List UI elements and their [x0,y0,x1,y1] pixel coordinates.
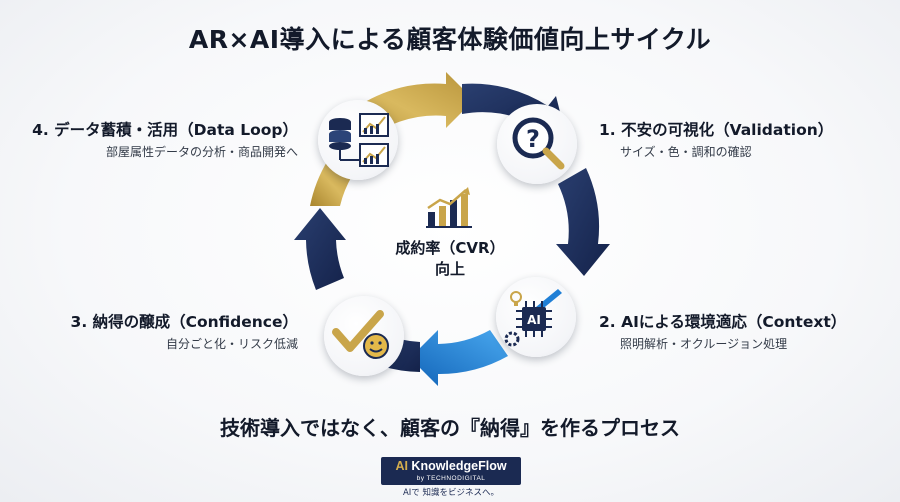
center-line-1: 成約率（CVR） [395,239,505,257]
chip-label: AI [527,313,541,327]
logo-name-text: KnowledgeFlow [407,459,507,473]
ai-chip-icon: AI [504,289,562,347]
arc-arrow-bottom [410,330,508,386]
step-2-title: 2. AIによる環境適応（Context） [599,313,847,331]
node-data-loop [318,100,398,180]
arc-arrow-right [556,168,610,276]
logo-tagline: AIで 知識をビジネスへ。 [402,488,500,498]
step-1-desc: サイズ・色・調和の確認 [620,145,752,159]
svg-text:?: ? [526,125,540,153]
logo: AI KnowledgeFlow by TECHNODIGITAL [381,457,521,485]
step-2: 2. AIによる環境適応（Context） 照明解析・オクルージョン処理 [599,312,889,353]
center-line-2: 向上 [434,260,465,278]
step-1: 1. 不安の可視化（Validation） サイズ・色・調和の確認 [599,120,889,161]
step-2-desc: 照明解析・オクルージョン処理 [620,337,788,351]
tagline: 技術導入ではなく、顧客の『納得』を作るプロセス [220,416,680,440]
page-title: AR×AI導入による顧客体験価値向上サイクル [188,25,712,54]
center-label: 成約率（CVR） 向上 [370,238,530,280]
logo-ai: AI [395,459,408,473]
logo-name: AI KnowledgeFlow [381,457,521,474]
step-3-desc: 自分ごと化・リスク低減 [165,337,298,351]
question-magnifier-icon: ? [512,117,565,170]
step-4-title: 4. データ蓄積・活用（Data Loop） [32,121,298,139]
step-4: 4. データ蓄積・活用（Data Loop） 部屋属性データの分析・商品開発へ [8,120,298,161]
database-chart-icon [329,113,389,167]
step-3: 3. 納得の醸成（Confidence） 自分ごと化・リスク低減 [8,312,298,353]
step-4-desc: 部屋属性データの分析・商品開発へ [105,145,298,159]
arc-arrow-left [294,208,346,290]
node-confidence [324,296,404,376]
node-validation: ? [497,104,577,184]
checkmark-smile-icon [332,310,389,359]
step-3-title: 3. 納得の醸成（Confidence） [70,313,298,331]
node-context: AI [496,277,576,357]
logo-by: by TECHNODIGITAL [416,475,486,482]
step-1-title: 1. 不安の可視化（Validation） [599,121,834,139]
bar-chart-growth-icon [426,187,472,228]
